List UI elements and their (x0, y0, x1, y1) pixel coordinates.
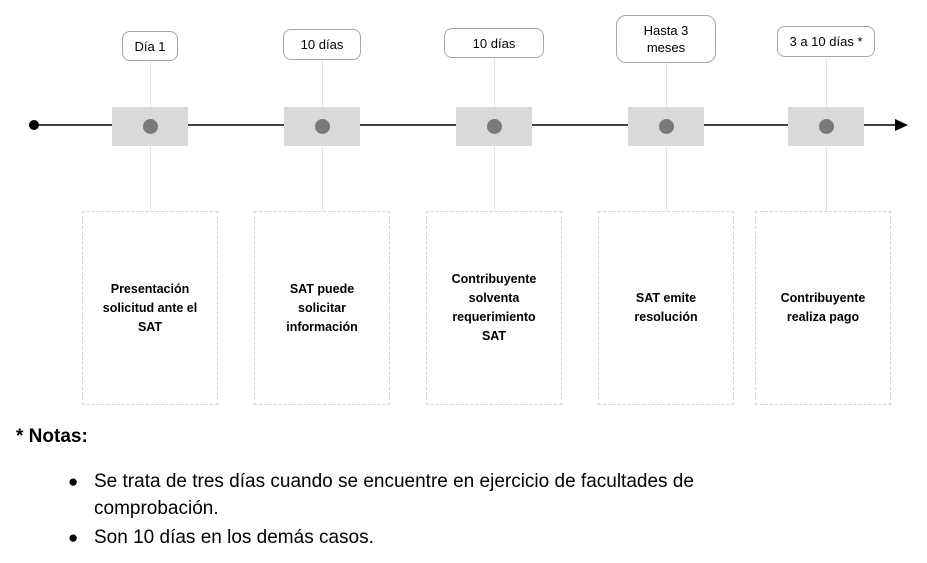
milestone-dot-icon (486, 119, 502, 134)
milestone-dot-icon (314, 119, 330, 134)
bullet-icon: ● (68, 472, 79, 491)
duration-label-text: Hasta 3 meses (643, 23, 689, 55)
duration-label: 10 días (283, 29, 361, 60)
duration-label-text: 10 días (472, 35, 516, 51)
milestone-10-dias-contribuyente: 10 días Contribuyente solventa requerimi… (426, 0, 562, 405)
milestone-dia-1: Día 1 Presentación solicitud ante el SAT (82, 0, 218, 405)
milestone-dot-icon (818, 119, 834, 134)
milestone-dot-icon (142, 119, 158, 134)
milestone-10-dias-sat: 10 días SAT puede solicitar información (254, 0, 390, 405)
notes-list: ● Se trata de tres días cuando se encuen… (68, 468, 848, 553)
description-text: SAT puede solicitar información (286, 281, 358, 334)
description-box: SAT puede solicitar información (254, 211, 390, 405)
note-text: Son 10 días en los demás casos. (94, 527, 374, 548)
timeline-start-dot-icon (29, 120, 39, 130)
description-text: SAT emite resolución (634, 291, 698, 324)
description-box: SAT emite resolución (598, 211, 734, 405)
note-item: ● Son 10 días en los demás casos. (68, 524, 848, 551)
duration-label: 3 a 10 días * (777, 26, 875, 57)
duration-label: Hasta 3 meses (616, 15, 716, 63)
milestone-hasta-3-meses: Hasta 3 meses SAT emite resolución (598, 0, 734, 405)
duration-label-text: 3 a 10 días * (789, 34, 863, 49)
milestone-dot-icon (658, 119, 674, 134)
note-text: Se trata de tres días cuando se encuentr… (94, 471, 694, 519)
duration-label: 10 días (444, 28, 544, 58)
arrow-right-icon (895, 119, 908, 131)
note-item: ● Se trata de tres días cuando se encuen… (68, 468, 848, 522)
duration-label-text: Día 1 (134, 38, 166, 54)
description-text: Presentación solicitud ante el SAT (102, 281, 198, 334)
bullet-icon: ● (68, 528, 79, 547)
description-text: Contribuyente realiza pago (780, 291, 866, 324)
milestone-3-a-10-dias: 3 a 10 días * Contribuyente realiza pago (755, 0, 894, 405)
description-box: Presentación solicitud ante el SAT (82, 211, 218, 405)
description-box: Contribuyente solventa requerimiento SAT (426, 211, 562, 405)
duration-label: Día 1 (122, 31, 178, 61)
description-box: Contribuyente realiza pago (755, 211, 891, 405)
duration-label-text: 10 días (300, 37, 344, 52)
notes-heading: * Notas: (16, 426, 88, 447)
description-text: Contribuyente solventa requerimiento SAT (451, 272, 537, 343)
